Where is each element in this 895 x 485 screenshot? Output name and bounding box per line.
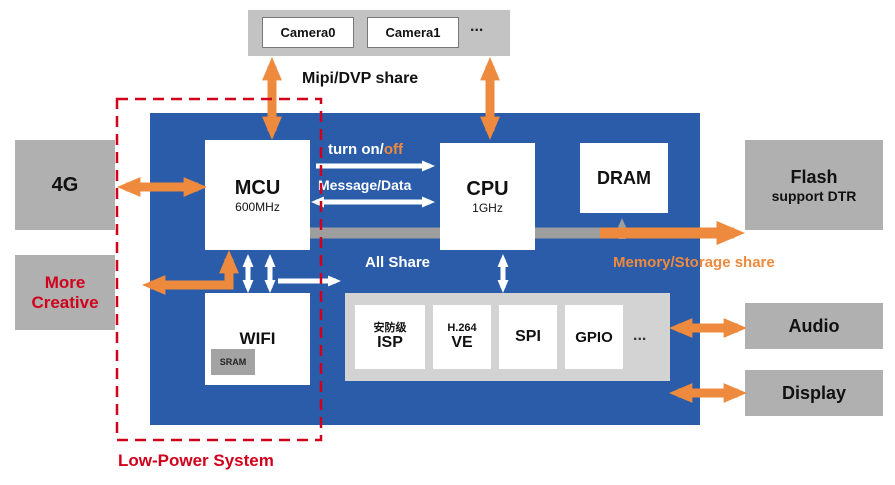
flash-sub-label: support DTR: [771, 187, 857, 204]
peripherals-container: 安防级 ISP H.264 VE SPI GPIO ...: [345, 293, 670, 381]
audio-block: Audio: [745, 303, 883, 349]
ve-block: H.264 VE: [433, 305, 491, 369]
mcu-label: MCU: [234, 176, 281, 199]
camera-ellipsis: ...: [470, 18, 484, 35]
camera0-label: Camera0: [280, 25, 336, 40]
ve-tag-label: H.264: [447, 322, 477, 334]
mcu-freq-label: 600MHz: [235, 199, 280, 214]
dram-label: DRAM: [597, 167, 651, 188]
dram-block: DRAM: [580, 143, 668, 213]
sram-label: SRAM: [219, 357, 247, 367]
sram-block: SRAM: [211, 349, 255, 375]
turn-on-off-label: turn on/off: [328, 141, 403, 158]
spi-label: SPI: [515, 328, 541, 345]
isp-tag-label: 安防级: [373, 322, 407, 334]
wifi-block: WIFI SRAM: [205, 293, 310, 385]
turn-on-text: turn on/: [328, 141, 384, 158]
memory-storage-share-label: Memory/Storage share: [613, 254, 775, 271]
isp-block: 安防级 ISP: [355, 305, 425, 369]
more-creative-block: More Creative: [15, 255, 115, 330]
more-label: More: [44, 272, 86, 292]
flash-block: Flash support DTR: [745, 140, 883, 230]
mipi-dvp-share-label: Mipi/DVP share: [302, 70, 419, 87]
cpu-freq-label: 1GHz: [472, 201, 503, 215]
turn-off-text: off: [383, 141, 403, 158]
creative-label: Creative: [31, 292, 99, 312]
wifi-label: WIFI: [239, 329, 276, 348]
low-power-system-label: Low-Power System: [118, 451, 274, 470]
isp-label: ISP: [377, 334, 403, 351]
camera1-label: Camera1: [385, 25, 441, 40]
message-data-label: Message/Data: [318, 177, 412, 193]
4g-label: 4G: [51, 173, 79, 196]
gpio-label: GPIO: [575, 328, 613, 346]
peripherals-ellipsis: ...: [633, 327, 647, 344]
audio-label: Audio: [788, 315, 840, 336]
gpio-block: GPIO: [565, 305, 623, 369]
spi-block: SPI: [499, 305, 557, 369]
mcu-block: MCU 600MHz: [205, 140, 310, 250]
display-block: Display: [745, 370, 883, 416]
soc-chip: MCU 600MHz CPU 1GHz DRAM WIFI SRAM 安防级 I…: [150, 113, 775, 425]
camera0-block: Camera0: [262, 17, 354, 48]
cpu-label: CPU: [466, 178, 509, 200]
cpu-block: CPU 1GHz: [440, 143, 535, 250]
all-share-label: All Share: [365, 254, 431, 271]
camera-strip: Camera0 Camera1 ...: [248, 10, 510, 56]
display-label: Display: [781, 382, 847, 403]
ve-label: VE: [451, 334, 473, 351]
flash-label: Flash: [790, 166, 838, 187]
camera1-block: Camera1: [367, 17, 459, 48]
4g-block: 4G: [15, 140, 115, 230]
